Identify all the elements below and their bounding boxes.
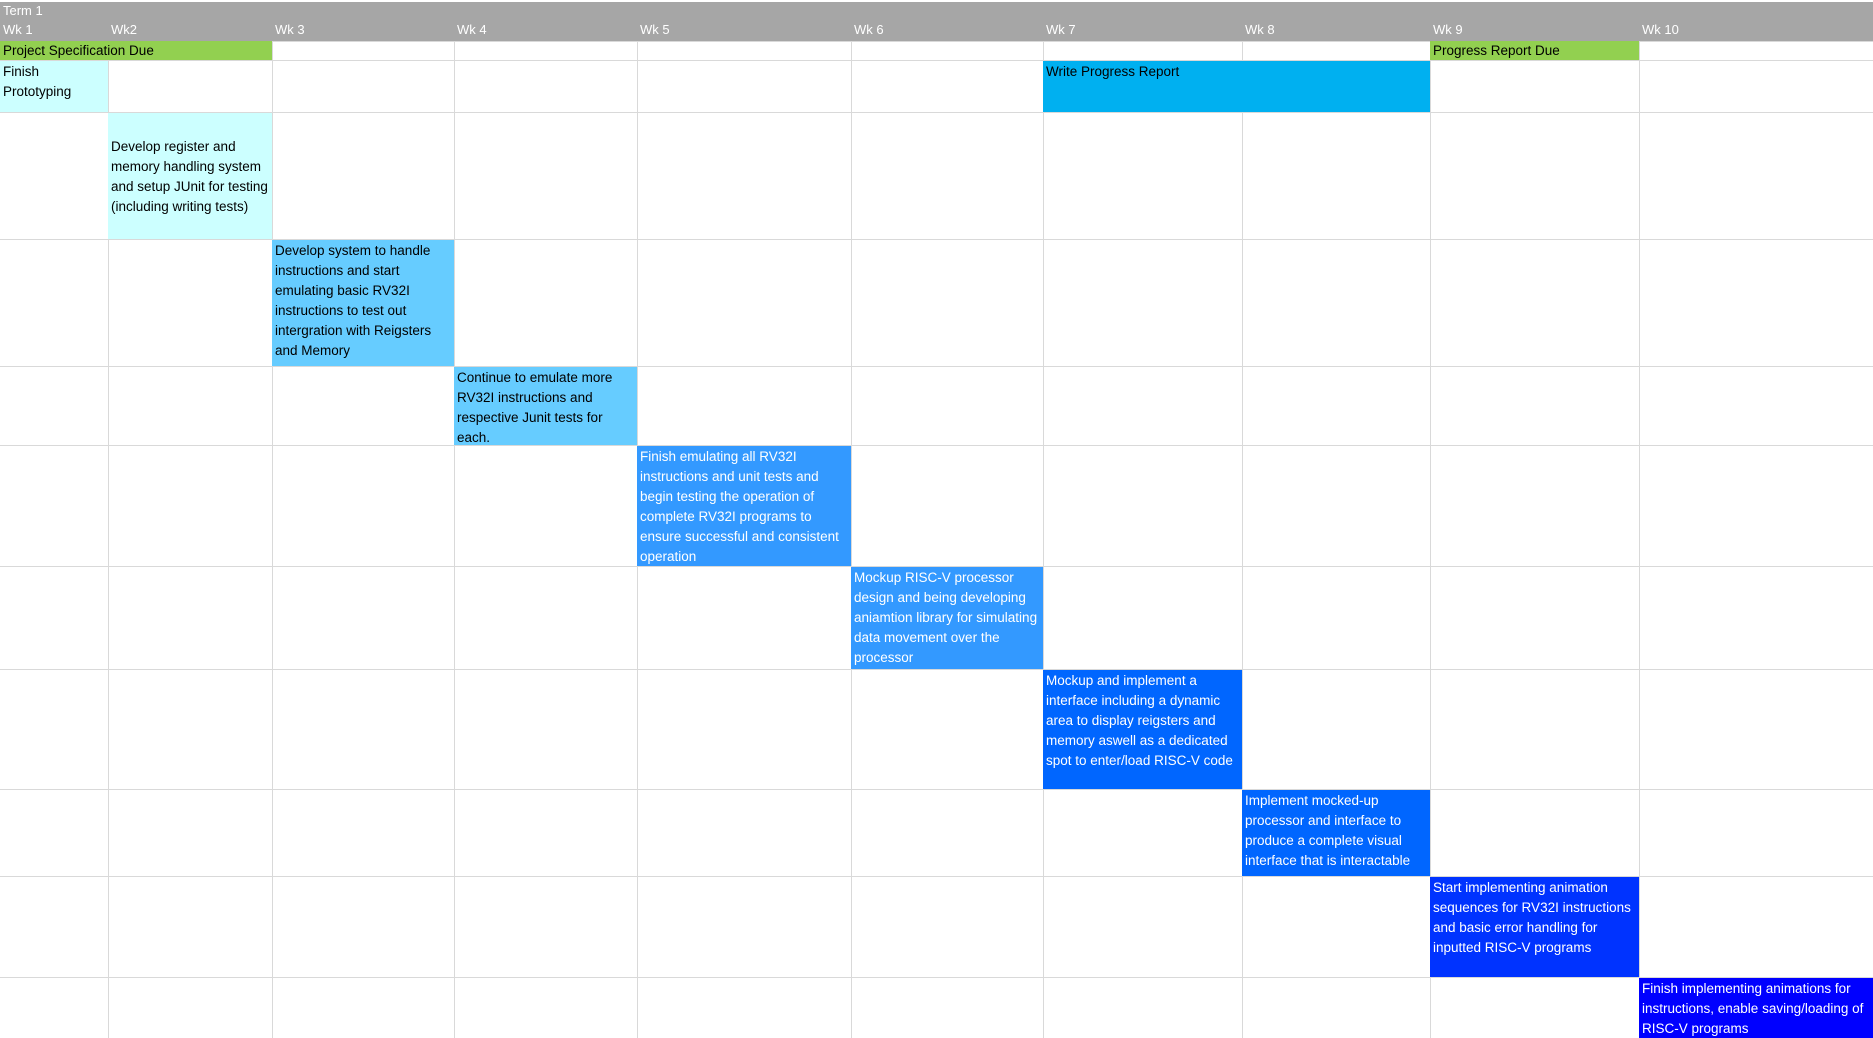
task-cell: Finish emulating all RV32I instructions … (637, 446, 851, 566)
week-header-label: Wk2 (111, 22, 137, 37)
week-header-label: Wk 10 (1642, 22, 1679, 37)
grid-column-line (851, 41, 852, 1038)
grid-row-line (0, 60, 1873, 61)
grid-row-line (0, 112, 1873, 113)
task-cell: Write Progress Report (1043, 61, 1430, 112)
week-header-label: Wk 9 (1433, 22, 1463, 37)
grid-row-line (0, 239, 1873, 240)
task-cell: Develop register and memory handling sys… (108, 113, 272, 239)
task-cell: Finish Prototyping (0, 61, 108, 112)
week-header-label: Wk 1 (3, 22, 33, 37)
header-band (0, 2, 1873, 41)
grid-column-line (454, 41, 455, 1038)
milestone-cell: Project Specification Due (0, 41, 272, 60)
task-cell: Continue to emulate more RV32I instructi… (454, 367, 637, 445)
task-cell: Finish implementing animations for instr… (1639, 978, 1873, 1038)
week-header-label: Wk 7 (1046, 22, 1076, 37)
task-cell: Mockup RISC-V processor design and being… (851, 567, 1043, 669)
grid-row-line (0, 977, 1873, 978)
grid-column-line (1043, 41, 1044, 1038)
grid-row-line (0, 366, 1873, 367)
week-header-label: Wk 4 (457, 22, 487, 37)
grid-row-line (0, 876, 1873, 877)
week-header-label: Wk 6 (854, 22, 884, 37)
week-header-label: Wk 5 (640, 22, 670, 37)
grid-column-line (1242, 41, 1243, 1038)
milestone-cell: Progress Report Due (1430, 41, 1639, 60)
grid-row-line (0, 789, 1873, 790)
task-cell: Mockup and implement a interface includi… (1043, 670, 1242, 789)
week-header-label: Wk 3 (275, 22, 305, 37)
grid-column-line (1430, 41, 1431, 1038)
task-cell: Implement mocked-up processor and interf… (1242, 790, 1430, 876)
grid-row-line (0, 41, 1873, 42)
task-cell: Start implementing animation sequences f… (1430, 877, 1639, 977)
term-label: Term 1 (3, 3, 43, 18)
grid-column-line (1639, 41, 1640, 1038)
grid-row-line (0, 566, 1873, 567)
grid-column-line (108, 41, 109, 1038)
task-cell: Develop system to handle instructions an… (272, 240, 454, 366)
grid-row-line (0, 445, 1873, 446)
grid-row-line (0, 669, 1873, 670)
grid-column-line (272, 41, 273, 1038)
week-header-label: Wk 8 (1245, 22, 1275, 37)
